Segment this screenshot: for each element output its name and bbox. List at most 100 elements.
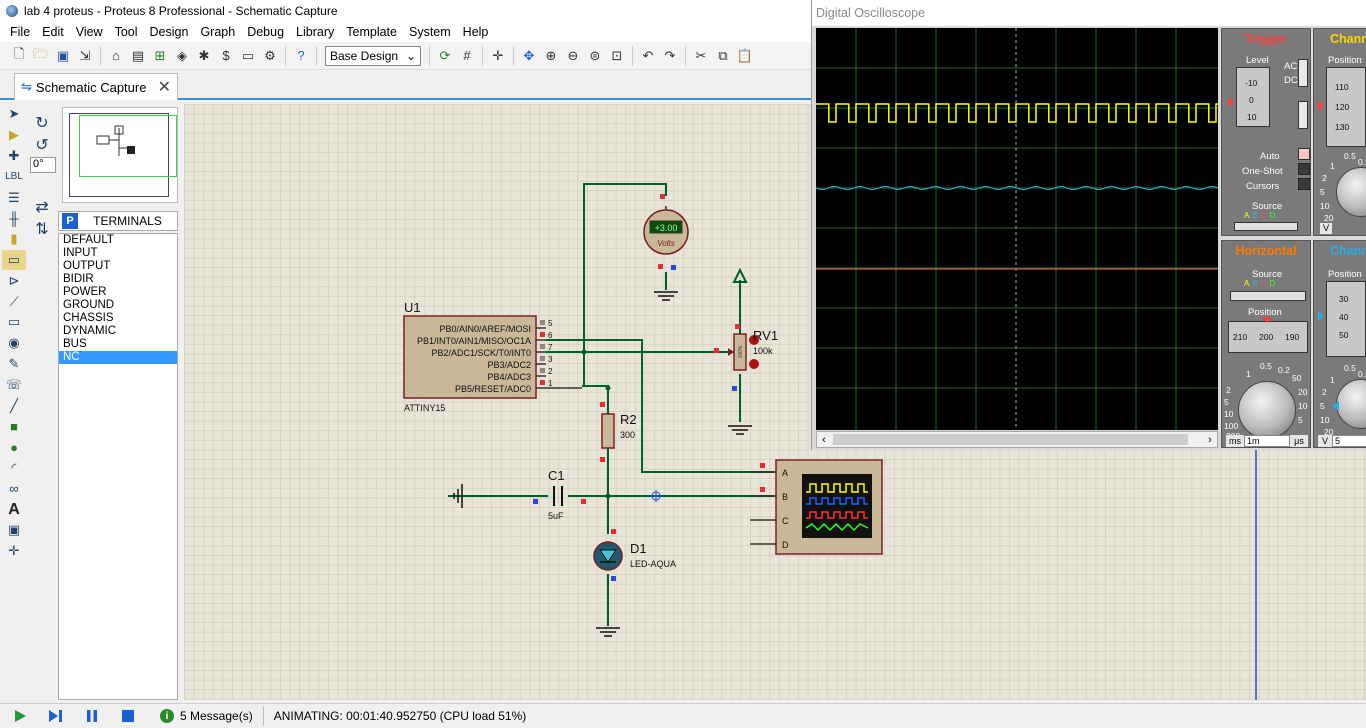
c1-capacitor[interactable]: C1 5uF bbox=[453, 468, 586, 521]
pcb-icon[interactable]: ⊞ bbox=[154, 47, 166, 63]
list-item-power[interactable]: POWER bbox=[63, 286, 107, 298]
menu-debug[interactable]: Debug bbox=[247, 25, 285, 39]
help-icon[interactable]: ? bbox=[297, 48, 305, 63]
circle-icon[interactable]: ● bbox=[10, 439, 18, 455]
component-mode-icon[interactable]: ⚙ bbox=[264, 47, 276, 63]
generator-icon[interactable]: ◉ bbox=[8, 335, 20, 351]
flip-horizontal-icon[interactable]: ⇄ bbox=[35, 199, 49, 216]
junction-dot-icon[interactable]: ✚ bbox=[8, 147, 20, 163]
trigger-source-slider[interactable] bbox=[1234, 222, 1298, 231]
probe-icon[interactable]: ✎ bbox=[8, 355, 20, 371]
design-select[interactable]: Base Design⌄ bbox=[325, 45, 421, 66]
new-file-icon[interactable]: 🗋 bbox=[13, 45, 25, 61]
list-item-bidir[interactable]: BIDIR bbox=[63, 273, 94, 285]
graph-mode-icon[interactable]: ⟋ bbox=[9, 293, 19, 309]
list-item-bus[interactable]: BUS bbox=[63, 338, 87, 350]
menu-template[interactable]: Template bbox=[346, 25, 397, 39]
marker-icon[interactable]: ✛ bbox=[8, 543, 20, 559]
terminals-mode-icon[interactable]: ▭ bbox=[2, 249, 26, 271]
menu-edit[interactable]: Edit bbox=[42, 25, 64, 39]
virtual-instruments-icon[interactable]: ☏ bbox=[5, 376, 23, 392]
list-item-ground[interactable]: GROUND bbox=[63, 299, 115, 311]
schematic-icon[interactable]: ▤ bbox=[131, 47, 145, 63]
subcircuit-icon[interactable]: ▮ bbox=[10, 231, 18, 247]
oneshot-button[interactable] bbox=[1298, 163, 1310, 175]
play-icon[interactable] bbox=[8, 706, 32, 726]
auto-button[interactable] bbox=[1298, 148, 1310, 160]
origin-icon[interactable]: ✛ bbox=[492, 47, 504, 63]
menu-graph[interactable]: Graph bbox=[200, 25, 236, 39]
tab-schematic-capture[interactable]: ⇋ Schematic Capture ✕ bbox=[14, 73, 178, 100]
menu-view[interactable]: View bbox=[75, 25, 103, 39]
list-item-chassis[interactable]: CHASSIS bbox=[63, 312, 114, 324]
cursors-button[interactable] bbox=[1298, 178, 1310, 190]
d1-led[interactable]: D1 LED-AQUA bbox=[593, 529, 676, 637]
zoom-in-icon[interactable]: ⊕ bbox=[545, 47, 557, 63]
close-tab-icon[interactable]: ✕ bbox=[157, 79, 171, 96]
box-icon[interactable]: ■ bbox=[10, 418, 18, 434]
u1-microcontroller[interactable]: U1 ATTINY15 PB0/AIN0/AREF/MOSI PB1/INT0/… bbox=[403, 300, 582, 413]
menu-help[interactable]: Help bbox=[462, 25, 489, 39]
oscilloscope-instrument[interactable]: A B C D bbox=[750, 459, 883, 555]
zoom-all-icon[interactable]: ⊜ bbox=[589, 47, 601, 63]
messages-indicator[interactable]: i 5 Message(s) bbox=[160, 706, 264, 726]
rv1-potentiometer[interactable]: 100% RV1 100k bbox=[714, 267, 778, 435]
list-item-input[interactable]: INPUT bbox=[63, 247, 98, 259]
rotate-clockwise-icon[interactable]: ↻ bbox=[35, 115, 49, 132]
text-script-icon[interactable]: ☰ bbox=[8, 189, 20, 205]
stop-icon[interactable] bbox=[116, 706, 140, 726]
menu-file[interactable]: File bbox=[10, 25, 31, 39]
buses-icon[interactable]: ╫ bbox=[9, 210, 19, 226]
component-mode-icon[interactable]: ▶ bbox=[9, 127, 19, 143]
device-pins-icon[interactable]: ⊳ bbox=[8, 272, 20, 288]
undo-icon[interactable]: ↶ bbox=[642, 47, 654, 63]
list-item-nc[interactable]: NC bbox=[59, 351, 177, 364]
redo-icon[interactable]: ↷ bbox=[664, 47, 676, 63]
menu-tool[interactable]: Tool bbox=[114, 25, 138, 39]
channel-b-volts-knob[interactable] bbox=[1336, 379, 1366, 429]
zoom-area-icon[interactable]: ⊡ bbox=[611, 47, 623, 63]
paste-icon[interactable]: 📋 bbox=[736, 47, 754, 63]
symbol-icon[interactable]: ▣ bbox=[7, 522, 21, 538]
copy-icon[interactable]: ⧉ bbox=[718, 47, 728, 63]
horizontal-timebase-knob[interactable] bbox=[1238, 381, 1296, 439]
tape-recorder-icon[interactable]: ▭ bbox=[7, 314, 21, 330]
refresh-icon[interactable]: ⟳ bbox=[439, 47, 451, 63]
arc-icon[interactable]: ◜ bbox=[11, 459, 17, 475]
selection-mode-icon[interactable]: ➤ bbox=[8, 106, 20, 122]
channel-b-position-dial[interactable]: 30 40 50 bbox=[1326, 281, 1366, 357]
list-item-dynamic[interactable]: DYNAMIC bbox=[63, 325, 117, 337]
channel-a-position-dial[interactable]: 110 120 130 bbox=[1326, 67, 1366, 147]
save-icon[interactable]: ▣ bbox=[56, 47, 70, 63]
channel-b-volts-value[interactable]: 5 bbox=[1332, 435, 1366, 447]
menu-design[interactable]: Design bbox=[149, 25, 189, 39]
scroll-left-icon[interactable]: ‹ bbox=[822, 433, 826, 446]
line-icon[interactable]: ╱ bbox=[10, 397, 18, 413]
horizontal-position-dial[interactable]: 210 200 190 bbox=[1228, 321, 1308, 353]
bom-icon[interactable]: $ bbox=[222, 48, 230, 63]
horizontal-source-slider[interactable] bbox=[1230, 291, 1306, 301]
channel-a-volts-knob[interactable] bbox=[1336, 167, 1366, 217]
trigger-level-dial[interactable]: -10 0 10 bbox=[1236, 67, 1270, 127]
step-icon[interactable] bbox=[44, 706, 68, 726]
pick-devices-button[interactable]: P bbox=[62, 213, 78, 229]
text-icon[interactable]: A bbox=[8, 500, 20, 518]
zoom-out-icon[interactable]: ⊖ bbox=[567, 47, 579, 63]
menu-system[interactable]: System bbox=[408, 25, 451, 39]
ac-dc-switch[interactable] bbox=[1298, 59, 1308, 87]
scroll-thumb[interactable] bbox=[833, 434, 1188, 445]
home-icon[interactable]: ⌂ bbox=[112, 48, 120, 63]
open-folder-icon[interactable]: 🗁 bbox=[32, 45, 50, 61]
rotate-anticlockwise-icon[interactable]: ↺ bbox=[35, 137, 49, 154]
3d-view-icon[interactable]: ◈ bbox=[177, 47, 187, 63]
horizontal-timebase-value[interactable]: 1m bbox=[1244, 435, 1290, 447]
oscilloscope-scrollbar[interactable]: ‹ › bbox=[816, 431, 1218, 448]
source-code-icon[interactable]: ▭ bbox=[241, 47, 255, 63]
dc-voltmeter[interactable]: +3.00 Volts bbox=[643, 194, 689, 301]
list-item-default[interactable]: DEFAULT bbox=[63, 234, 114, 246]
edge-switch[interactable] bbox=[1298, 101, 1308, 129]
rotation-angle-field[interactable]: 0° bbox=[30, 157, 56, 173]
import-icon[interactable]: ⇲ bbox=[79, 47, 91, 63]
overview-window[interactable] bbox=[62, 107, 178, 203]
pan-icon[interactable]: ✥ bbox=[523, 47, 535, 63]
